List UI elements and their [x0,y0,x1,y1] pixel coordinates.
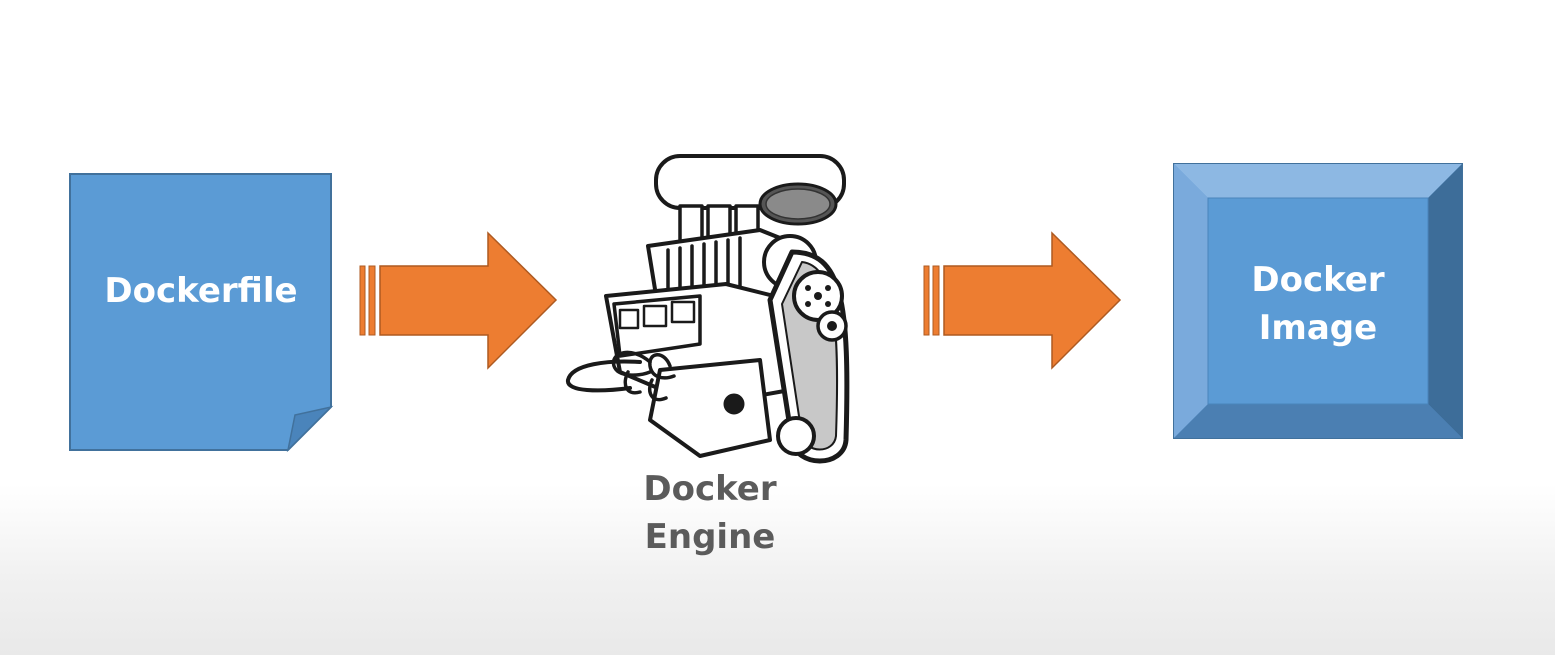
dockerfile-shape [69,173,334,453]
dockerfile-label: Dockerfile [104,271,298,311]
arrow-to-engine [359,231,558,370]
arrow-to-image [923,231,1122,370]
docker-image-label: Docker Image [1251,260,1385,348]
docker-engine-label: Docker Engine [643,469,777,557]
engine-icon [566,154,850,464]
docker-image-shape [1173,163,1463,439]
